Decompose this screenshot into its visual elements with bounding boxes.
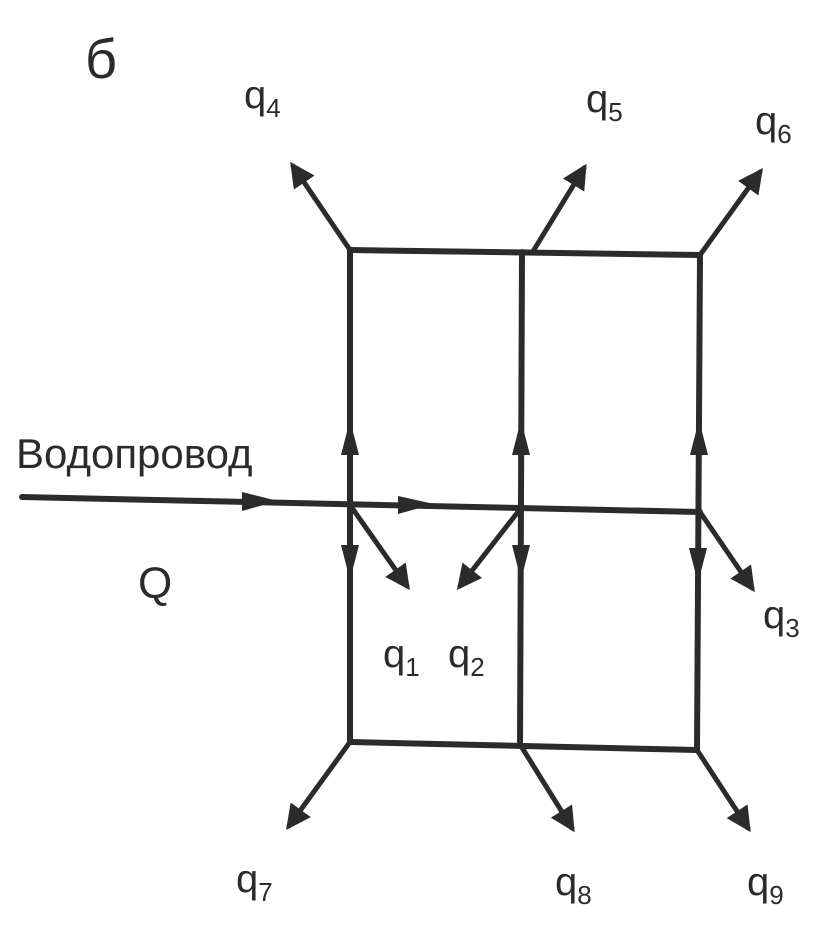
- right-riser-up-arrow: [690, 420, 708, 455]
- outlet-label-q2: q2: [448, 632, 485, 682]
- outlet-q4-arrow: [290, 161, 353, 253]
- outlet-label-q8: q8: [555, 860, 592, 910]
- supply-main: [19, 494, 703, 515]
- supply-label: Водопровод: [16, 430, 253, 477]
- outlet-label-q9: q9: [747, 860, 784, 910]
- pipe-network: [19, 247, 703, 753]
- left-riser-up-arrow: [341, 420, 359, 455]
- supply-flow-label: Q: [138, 559, 172, 608]
- outlet-q2-arrow: [456, 505, 524, 590]
- middle-riser: [517, 249, 525, 749]
- outlet-q7-arrow: [286, 739, 353, 831]
- middle-riser-up-arrow: [512, 420, 530, 455]
- left-riser-down-arrow: [341, 545, 359, 580]
- supply-flow-arrow-1: [242, 492, 278, 511]
- outlet-label-q7: q7: [236, 857, 273, 907]
- outlet-q3-arrow: [697, 509, 755, 593]
- outlet-q9-arrow: [694, 747, 751, 833]
- outlet-q1-arrow: [347, 502, 410, 591]
- right-riser: [694, 252, 703, 753]
- outlet-label-q4: q4: [244, 73, 281, 123]
- outlet-arrows: [286, 161, 763, 833]
- right-riser-down-arrow: [689, 548, 707, 583]
- supply-flow-arrow-2: [398, 496, 434, 514]
- panel-letter: б: [85, 27, 117, 90]
- outlet-label-q5: q5: [586, 77, 623, 127]
- outlet-q6-arrow: [697, 167, 763, 258]
- outlet-label-q1: q1: [383, 632, 420, 682]
- outlet-label-q6: q6: [755, 99, 792, 149]
- outlet-q5-arrow: [529, 163, 587, 256]
- top-main: [347, 247, 703, 258]
- flow-direction-arrows: [242, 420, 708, 583]
- middle-riser-down-arrow: [512, 545, 530, 580]
- outlet-label-q3: q3: [763, 593, 800, 643]
- outlet-q8-arrow: [518, 743, 575, 833]
